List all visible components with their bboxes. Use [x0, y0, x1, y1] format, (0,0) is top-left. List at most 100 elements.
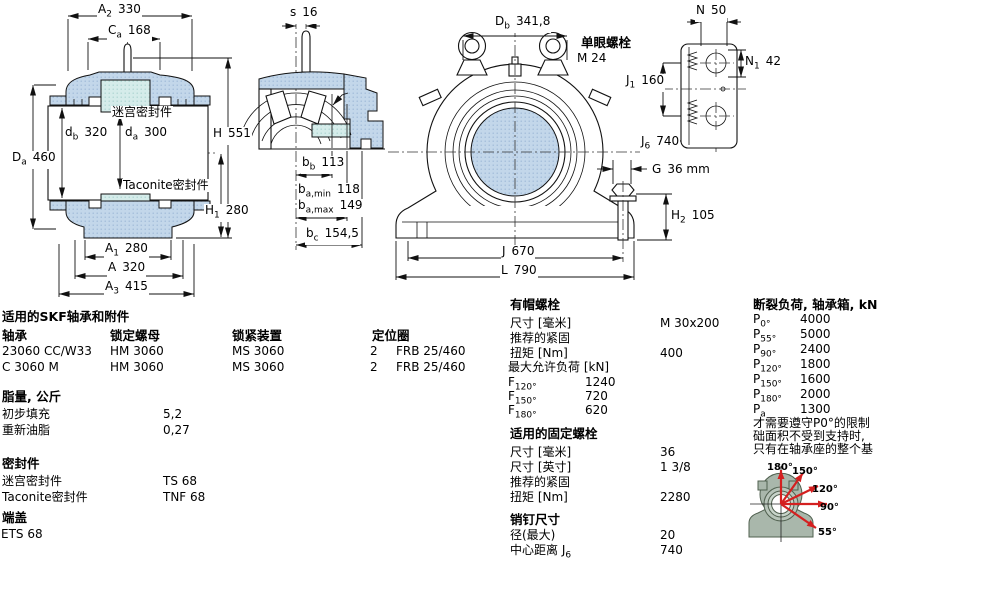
- diagram-bearing-side-section: [240, 18, 385, 250]
- capbolts-F-value: 620: [585, 403, 608, 417]
- breaking-note-line: 才需要遵守P0°的限制: [753, 416, 870, 430]
- breaking-row-label: Pa: [753, 402, 766, 420]
- accessories-header-locknut: 锁定螺母: [110, 328, 161, 343]
- diagram-base-top-view: [662, 18, 746, 149]
- capbolts-torque-value: 400: [660, 346, 683, 360]
- breaking-row-value: 5000: [800, 327, 831, 341]
- capbolts-F-label: F180°: [508, 403, 537, 421]
- pins-center-label: 中心距离 J6: [510, 543, 572, 561]
- seal-value: TNF 68: [163, 490, 206, 504]
- grease-value: 5,2: [163, 407, 183, 421]
- label-eyebolt: 单眼螺栓: [581, 35, 632, 50]
- grease-label: 重新油脂: [2, 423, 51, 437]
- breaking-row-label: P120°: [753, 357, 782, 375]
- breaking-row-value: 2400: [800, 342, 831, 356]
- accessories-title: 适用的SKF轴承和附件: [2, 309, 130, 324]
- capbolts-F-value: 720: [585, 389, 608, 403]
- accessories-header-locatingring: 定位圈: [372, 328, 410, 343]
- accessories-cell: FRB 25/460: [396, 360, 466, 374]
- seals-title: 密封件: [2, 456, 40, 471]
- breaking-row-value: 4000: [800, 312, 831, 326]
- angle-label-55: 55°: [818, 527, 837, 538]
- diagram-housing-front-view: [388, 26, 717, 280]
- breaking-row-label: P55°: [753, 327, 777, 345]
- fixingbolts-sizemm-label: 尺寸 [毫米]: [510, 445, 572, 459]
- breaking-note-line: 只有在轴承座的整个基: [753, 442, 874, 456]
- seal-value: TS 68: [163, 474, 198, 488]
- fixingbolts-sizemm-value: 36: [660, 445, 676, 459]
- capbolts-F-value: 1240: [585, 375, 616, 389]
- accessories-cell: HM 3060: [110, 360, 164, 374]
- angle-label-90: 90°: [820, 502, 839, 513]
- capbolts-title: 有帽螺栓: [510, 297, 561, 312]
- fixingbolts-torque-label: 扭矩 [Nm]: [510, 490, 568, 504]
- accessories-cell: FRB 25/460: [396, 344, 466, 358]
- angle-label-150: 150°: [792, 466, 818, 477]
- label-taconite-seal: Taconite密封件: [122, 178, 210, 192]
- accessories-cell: 2: [370, 344, 378, 358]
- endcover-value: ETS 68: [1, 527, 43, 541]
- accessories-cell: HM 3060: [110, 344, 164, 358]
- pins-dia-label: 径(最大): [510, 528, 556, 542]
- capbolts-F-label: F120°: [508, 375, 537, 393]
- pins-title: 销钉尺寸: [510, 512, 561, 527]
- mounting-angles-figure: [748, 466, 827, 542]
- endcover-title: 端盖: [2, 510, 28, 525]
- breaking-title: 断裂负荷, 轴承箱, kN: [753, 297, 878, 312]
- breaking-note-line: 础面积不受到支持时,: [753, 429, 865, 443]
- fixingbolts-torque-value: 2280: [660, 490, 691, 504]
- capbolts-maxload-label: 最大允许负荷 [kN]: [508, 360, 610, 374]
- capbolts-F-label: F150°: [508, 389, 537, 407]
- angle-label-180: 180°: [767, 462, 793, 473]
- breaking-row-value: 1300: [800, 402, 831, 416]
- accessories-header-bearing: 轴承: [2, 328, 28, 343]
- breaking-row-label: P150°: [753, 372, 782, 390]
- seal-label: 迷宫密封件: [2, 474, 63, 488]
- accessories-cell: 23060 CC/W33: [2, 344, 92, 358]
- breaking-row-label: P0°: [753, 312, 771, 330]
- fixingbolts-sizein-label: 尺寸 [英寸]: [510, 460, 572, 474]
- accessories-cell: 2: [370, 360, 378, 374]
- accessories-cell: C 3060 M: [2, 360, 59, 374]
- grease-label: 初步填充: [2, 407, 51, 421]
- fixingbolts-title: 适用的固定螺栓: [510, 426, 598, 441]
- grease-value: 0,27: [163, 423, 190, 437]
- angle-label-120: 120°: [812, 484, 838, 495]
- breaking-row-label: P180°: [753, 387, 782, 405]
- breaking-row-value: 1800: [800, 357, 831, 371]
- fixingbolts-sizein-value: 1 3/8: [660, 460, 691, 474]
- capbolts-size-label: 尺寸 [毫米]: [510, 316, 572, 330]
- pins-center-value: 740: [660, 543, 683, 557]
- label-labyrinth-seal: 迷宫密封件: [111, 105, 174, 119]
- seal-label: Taconite密封件: [2, 490, 88, 504]
- accessories-cell: MS 3060: [232, 344, 285, 358]
- breaking-row-value: 1600: [800, 372, 831, 386]
- pins-dia-value: 20: [660, 528, 676, 542]
- accessories-header-lockdevice: 锁紧装置: [232, 328, 283, 343]
- capbolts-size-value: M 30x200: [660, 316, 720, 330]
- grease-title: 脂量, 公斤: [2, 389, 62, 404]
- capbolts-rec-label: 推荐的紧固: [510, 331, 571, 345]
- capbolts-torque-label: 扭矩 [Nm]: [510, 346, 568, 360]
- breaking-row-value: 2000: [800, 387, 831, 401]
